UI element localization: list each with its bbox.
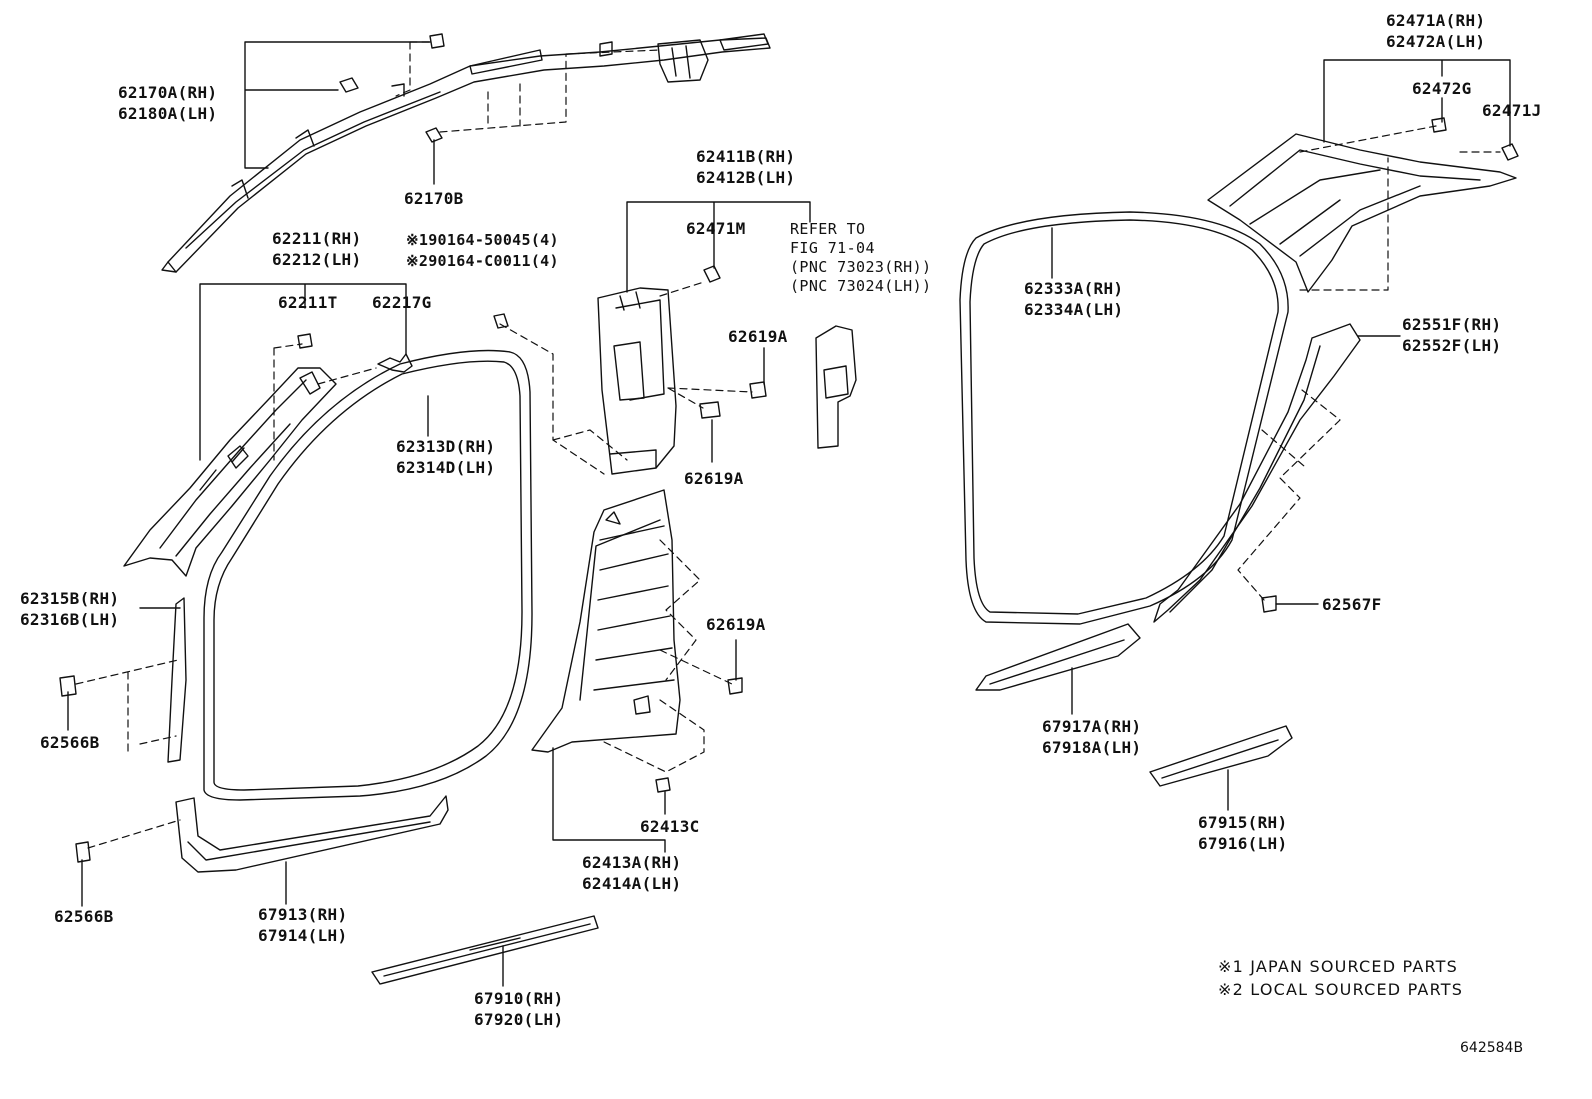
front-pillar-garnish-part [123, 313, 509, 577]
callout-62211T: 62211T [278, 293, 338, 312]
callout-62566B-lower: 62566B [54, 907, 114, 926]
callout-62211: 62211(RH)62212(LH) [272, 229, 362, 269]
callout-62566B-upper: 62566B [40, 733, 100, 752]
callout-62333A: 62333A(RH)62334A(LH) [1024, 279, 1124, 319]
front-door-weatherstrip-part [203, 349, 533, 801]
front-scuff-plate-part [175, 795, 449, 873]
dashed-lines [75, 41, 1501, 849]
rear-pillar-lower-garnish-part [1153, 323, 1361, 623]
callout-62413A: 62413A(RH)62414A(LH) [582, 853, 682, 893]
callout-62170B: 62170B [404, 189, 464, 208]
callout-67913: 67913(RH)67914(LH) [258, 905, 348, 945]
callout-62471M: 62471M [686, 219, 746, 238]
callout-62217G: 62217G [372, 293, 432, 312]
callout-67910: 67910(RH)67920(LH) [474, 989, 564, 1029]
center-pillar-upper-garnish-part [597, 265, 767, 475]
callout-62413C: 62413C [640, 817, 700, 836]
curtain-airbag-part [161, 33, 771, 273]
callout-62315B: 62315B(RH)62316B(LH) [20, 589, 120, 629]
center-pillar-lower-garnish-part [531, 489, 743, 793]
step-plate-part [371, 915, 599, 985]
callout-62471A: 62471A(RH)62472A(LH) [1386, 11, 1486, 51]
illustration-number: 642584B [1460, 1040, 1524, 1056]
callout-90164: ※190164-50045(4)※290164-C0011(4) [406, 231, 559, 270]
roof-side-garnish-part [1207, 117, 1519, 293]
callout-62619A-middle: 62619A [706, 615, 766, 634]
callout-62471J: 62471J [1482, 101, 1542, 120]
leader-lines [67, 41, 1511, 987]
callout-62551F: 62551F(RH)62552F(LH) [1402, 315, 1502, 355]
callout-62313D: 62313D(RH)62314D(LH) [396, 437, 496, 477]
windshield-side-trim-part [59, 597, 187, 863]
callout-67917A: 67917A(RH)67918A(LH) [1042, 717, 1142, 757]
callout-62619A-upper: 62619A [728, 327, 788, 346]
rear-step-plate-part [1149, 725, 1293, 787]
callout-62619A-lower: 62619A [684, 469, 744, 488]
refer-to-part [815, 325, 857, 449]
callout-62170A: 62170A(RH)62180A(LH) [118, 83, 218, 123]
rear-door-weatherstrip-part [959, 211, 1289, 625]
rear-scuff-plate-part [975, 623, 1141, 691]
callout-62567F: 62567F [1322, 595, 1382, 614]
callout-67915: 67915(RH)67916(LH) [1198, 813, 1288, 853]
sourcing-notes: ※1 JAPAN SOURCED PARTS※2 LOCAL SOURCED P… [1218, 957, 1464, 999]
callout-62472G: 62472G [1412, 79, 1472, 98]
callout-62411B: 62411B(RH)62412B(LH) [696, 147, 796, 187]
